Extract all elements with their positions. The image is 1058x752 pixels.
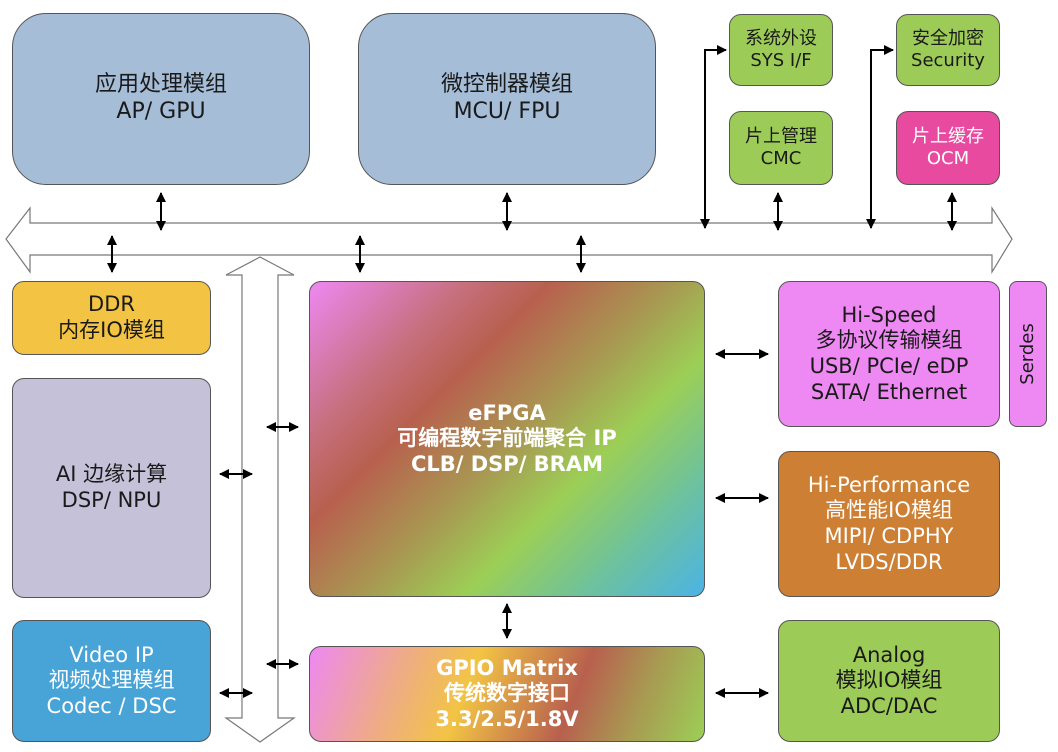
cmc-title: 片上管理 [745,126,817,148]
video-ip-block: Video IP 视频处理模组 Codec / DSC [12,620,211,742]
sys-subtitle: SYS I/F [750,50,812,71]
gpio-subtitle: 传统数字接口 [444,681,570,706]
ocm-block: 片上缓存 OCM [896,111,1000,185]
mcu-fpu-block: 微控制器模组 MCU/ FPU [358,13,656,185]
hiperf-detail-1: MIPI/ CDPHY [824,524,954,548]
video-detail: Codec / DSC [46,693,177,718]
serdes-label: Serdes [1017,323,1039,385]
gpio-title: GPIO Matrix [436,655,578,680]
security-title: 安全加密 [912,28,984,50]
fpga-detail: CLB/ DSP/ BRAM [410,451,604,476]
hi-performance-block: Hi-Performance 高性能IO模组 MIPI/ CDPHY LVDS/… [778,451,1000,597]
gpio-matrix-block: GPIO Matrix 传统数字接口 3.3/2.5/1.8V [309,646,705,742]
ai-title: AI 边缘计算 [55,462,168,487]
hiperf-title: Hi-Performance [807,472,971,497]
sys-title: 系统外设 [745,28,817,50]
security-block: 安全加密 Security [896,14,1000,86]
hispeed-subtitle: 多协议传输模组 [815,328,963,353]
cmc-block: 片上管理 CMC [729,111,833,185]
analog-title: Analog [852,642,926,667]
ap-title: 应用处理模组 [94,72,227,98]
peripheral-bus-arrow [224,256,296,743]
security-subtitle: Security [911,50,985,71]
ddr-io-block: DDR 内存IO模组 [12,281,211,355]
hiperf-detail-2: LVDS/DDR [835,549,943,574]
system-bus-arrow [5,205,1013,275]
sys-if-block: 系统外设 SYS I/F [729,14,833,86]
hispeed-detail-1: USB/ PCIe/ eDP [809,354,969,378]
mcu-subtitle: MCU/ FPU [453,99,561,124]
video-subtitle: 视频处理模组 [48,668,175,693]
hispeed-detail-2: SATA/ Ethernet [810,379,968,404]
ai-subtitle: DSP/ NPU [61,488,162,512]
gpio-detail: 3.3/2.5/1.8V [435,706,579,731]
efpga-block: eFPGA 可编程数字前端聚合 IP CLB/ DSP/ BRAM [309,281,705,597]
security-elbow-connector [866,45,894,229]
ddr-subtitle: 内存IO模组 [58,318,165,342]
analog-io-block: Analog 模拟IO模组 ADC/DAC [778,620,1000,742]
fpga-subtitle: 可编程数字前端聚合 IP [397,426,617,451]
video-title: Video IP [69,642,154,667]
analog-detail: ADC/DAC [840,693,938,718]
ap-gpu-block: 应用处理模组 AP/ GPU [12,13,310,185]
analog-subtitle: 模拟IO模组 [835,668,943,693]
ap-subtitle: AP/ GPU [116,99,206,124]
sys-elbow-connector [700,45,727,229]
serdes-block: Serdes [1009,281,1047,427]
hiperf-subtitle: 高性能IO模组 [825,498,953,523]
fpga-title: eFPGA [468,400,546,425]
hi-speed-block: Hi-Speed 多协议传输模组 USB/ PCIe/ eDP SATA/ Et… [778,281,1000,427]
ddr-title: DDR [88,292,135,317]
hispeed-title: Hi-Speed [841,302,937,327]
ai-edge-block: AI 边缘计算 DSP/ NPU [12,378,211,598]
ocm-title: 片上缓存 [912,126,984,148]
mcu-title: 微控制器模组 [440,72,573,98]
cmc-subtitle: CMC [760,148,802,169]
ocm-subtitle: OCM [926,148,970,169]
